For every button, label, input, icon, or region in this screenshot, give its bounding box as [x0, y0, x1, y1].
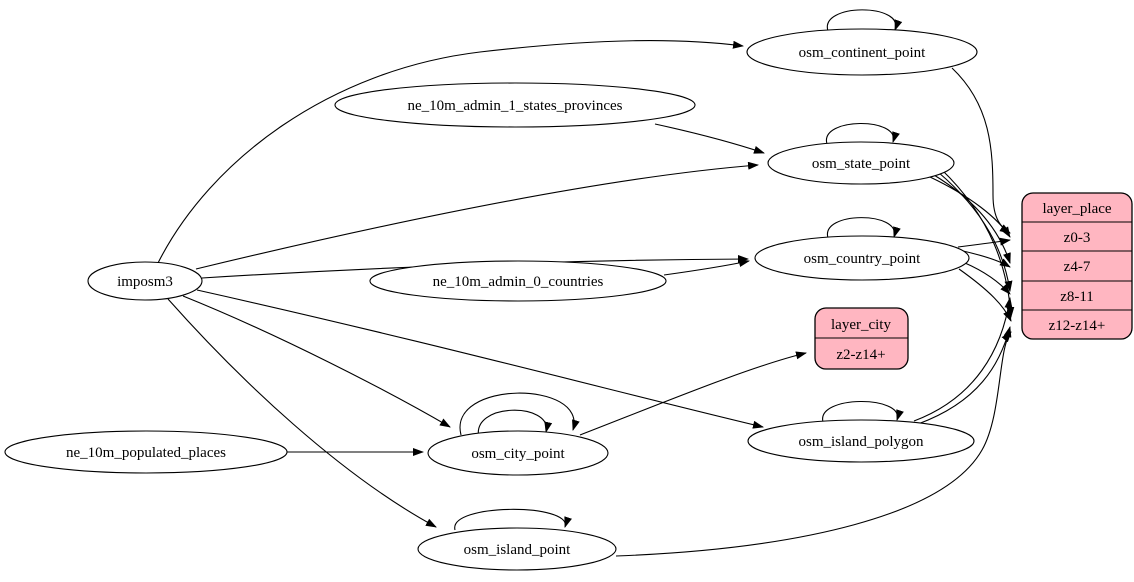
- node-osm-city-point-shape: [427, 430, 609, 476]
- edge-osm-island-polygon-to-layer-place-z8-11: [913, 297, 1013, 422]
- edge-osm-state-point-to-layer-place-z0-3: [929, 176, 1011, 238]
- node-osm-island-polygon: osm_island_polygon: [747, 419, 975, 463]
- self-loop-osm-island-point: [454, 508, 572, 531]
- edge-osm-island-point-to-layer-place-z12-z14: [615, 331, 1012, 557]
- node-ne-10m-populated-places-shape: [4, 430, 288, 474]
- edge-imposm3-to-osm-state-point: [195, 161, 759, 270]
- node-osm-state-point-label: osm_state_point: [812, 156, 911, 172]
- edge-ne-10m-admin-1-to-osm-state-point: [654, 123, 765, 154]
- node-osm-country-point-label: osm_country_point: [804, 251, 921, 267]
- self-loop-osm-island-polygon: [822, 400, 904, 423]
- node-imposm3-shape: [87, 261, 203, 301]
- edge-osm-country-point-to-layer-place-z0-3: [957, 237, 1011, 248]
- record-layer-place-row-z8-11: z8-11: [1060, 289, 1094, 305]
- node-osm-state-point-shape: [767, 141, 955, 185]
- edge-ne-10m-admin-0-to-osm-country-point: [663, 259, 750, 276]
- node-osm-continent-point-label: osm_continent_point: [799, 45, 926, 61]
- edge-osm-state-point-to-layer-place-z8-11: [937, 171, 1013, 292]
- node-osm-country-point-shape: [754, 235, 970, 281]
- self-loop-osm-country-point: [827, 217, 901, 239]
- node-ne-10m-admin-0-shape: [369, 260, 667, 302]
- node-osm-continent-point-shape: [746, 28, 978, 76]
- record-layer-place: layer_place z0-3 z4-7 z8-11 z12-z14+: [1021, 192, 1133, 340]
- record-layer-place-title: layer_place: [1042, 201, 1111, 217]
- record-layer-place-row-z0-3: z0-3: [1064, 230, 1091, 246]
- self-loop-osm-state-point: [826, 122, 900, 145]
- edge-osm-country-point-to-layer-place-z12-z14: [958, 268, 1012, 322]
- node-osm-country-point: osm_country_point: [754, 235, 970, 281]
- node-osm-island-point-label: osm_island_point: [464, 542, 572, 558]
- node-ne-10m-admin-1-shape: [334, 82, 696, 128]
- edge-osm-state-point-to-layer-place-z4-7: [933, 174, 1011, 264]
- node-osm-island-polygon-shape: [747, 419, 975, 463]
- record-layer-place-shape: [1021, 192, 1133, 340]
- node-osm-island-point: osm_island_point: [417, 527, 617, 571]
- edge-osm-continent-point-to-layer-place-z0-3: [951, 67, 1011, 234]
- self-loop-osm-city-point-inner: [477, 409, 553, 439]
- edge-imposm3-to-osm-city-point: [182, 295, 451, 428]
- node-osm-island-point-shape: [417, 527, 617, 571]
- node-imposm3: imposm3: [87, 261, 203, 301]
- self-loop-osm-continent-point: [826, 9, 903, 32]
- node-ne-10m-admin-0-countries: ne_10m_admin_0_countries: [369, 260, 667, 302]
- edge-osm-country-point-to-layer-place-z8-11: [964, 262, 1011, 295]
- record-layer-city-title: layer_city: [831, 317, 891, 333]
- record-layer-place-row-z4-7: z4-7: [1064, 259, 1091, 275]
- node-osm-continent-point: osm_continent_point: [746, 28, 978, 76]
- node-osm-city-point-label: osm_city_point: [471, 446, 565, 462]
- node-ne-10m-admin-1-states-provinces: ne_10m_admin_1_states_provinces: [334, 82, 696, 128]
- node-ne-10m-admin-0-label: ne_10m_admin_0_countries: [433, 274, 604, 290]
- self-loop-osm-city-point-outer: [459, 392, 580, 436]
- node-imposm3-label: imposm3: [117, 274, 173, 290]
- edge-imposm3-to-osm-island-point: [167, 298, 437, 528]
- edge-imposm3-to-osm-island-polygon: [196, 289, 764, 429]
- node-ne-10m-admin-1-label: ne_10m_admin_1_states_provinces: [408, 98, 623, 114]
- node-osm-island-polygon-label: osm_island_polygon: [798, 434, 924, 450]
- edge-osm-island-polygon-to-layer-place-z12-z14: [917, 326, 1012, 425]
- record-layer-city-row-z2-z14: z2-z14+: [836, 347, 885, 363]
- node-ne-10m-populated-places-label: ne_10m_populated_places: [66, 445, 226, 461]
- node-osm-city-point: osm_city_point: [427, 430, 609, 476]
- edge-osm-city-point-to-layer-city-z2-z14: [579, 351, 807, 436]
- record-layer-place-row-z12-z14: z12-z14+: [1049, 318, 1106, 334]
- edge-osm-state-point-to-layer-place-z12-z14: [940, 168, 1015, 318]
- record-layer-city: layer_city z2-z14+: [814, 307, 909, 370]
- edge-osm-country-point-to-layer-place-z4-7: [962, 250, 1011, 268]
- edge-imposm3-to-osm-continent-point: [157, 40, 744, 264]
- node-osm-state-point: osm_state_point: [767, 141, 955, 185]
- node-ne-10m-populated-places: ne_10m_populated_places: [4, 430, 288, 474]
